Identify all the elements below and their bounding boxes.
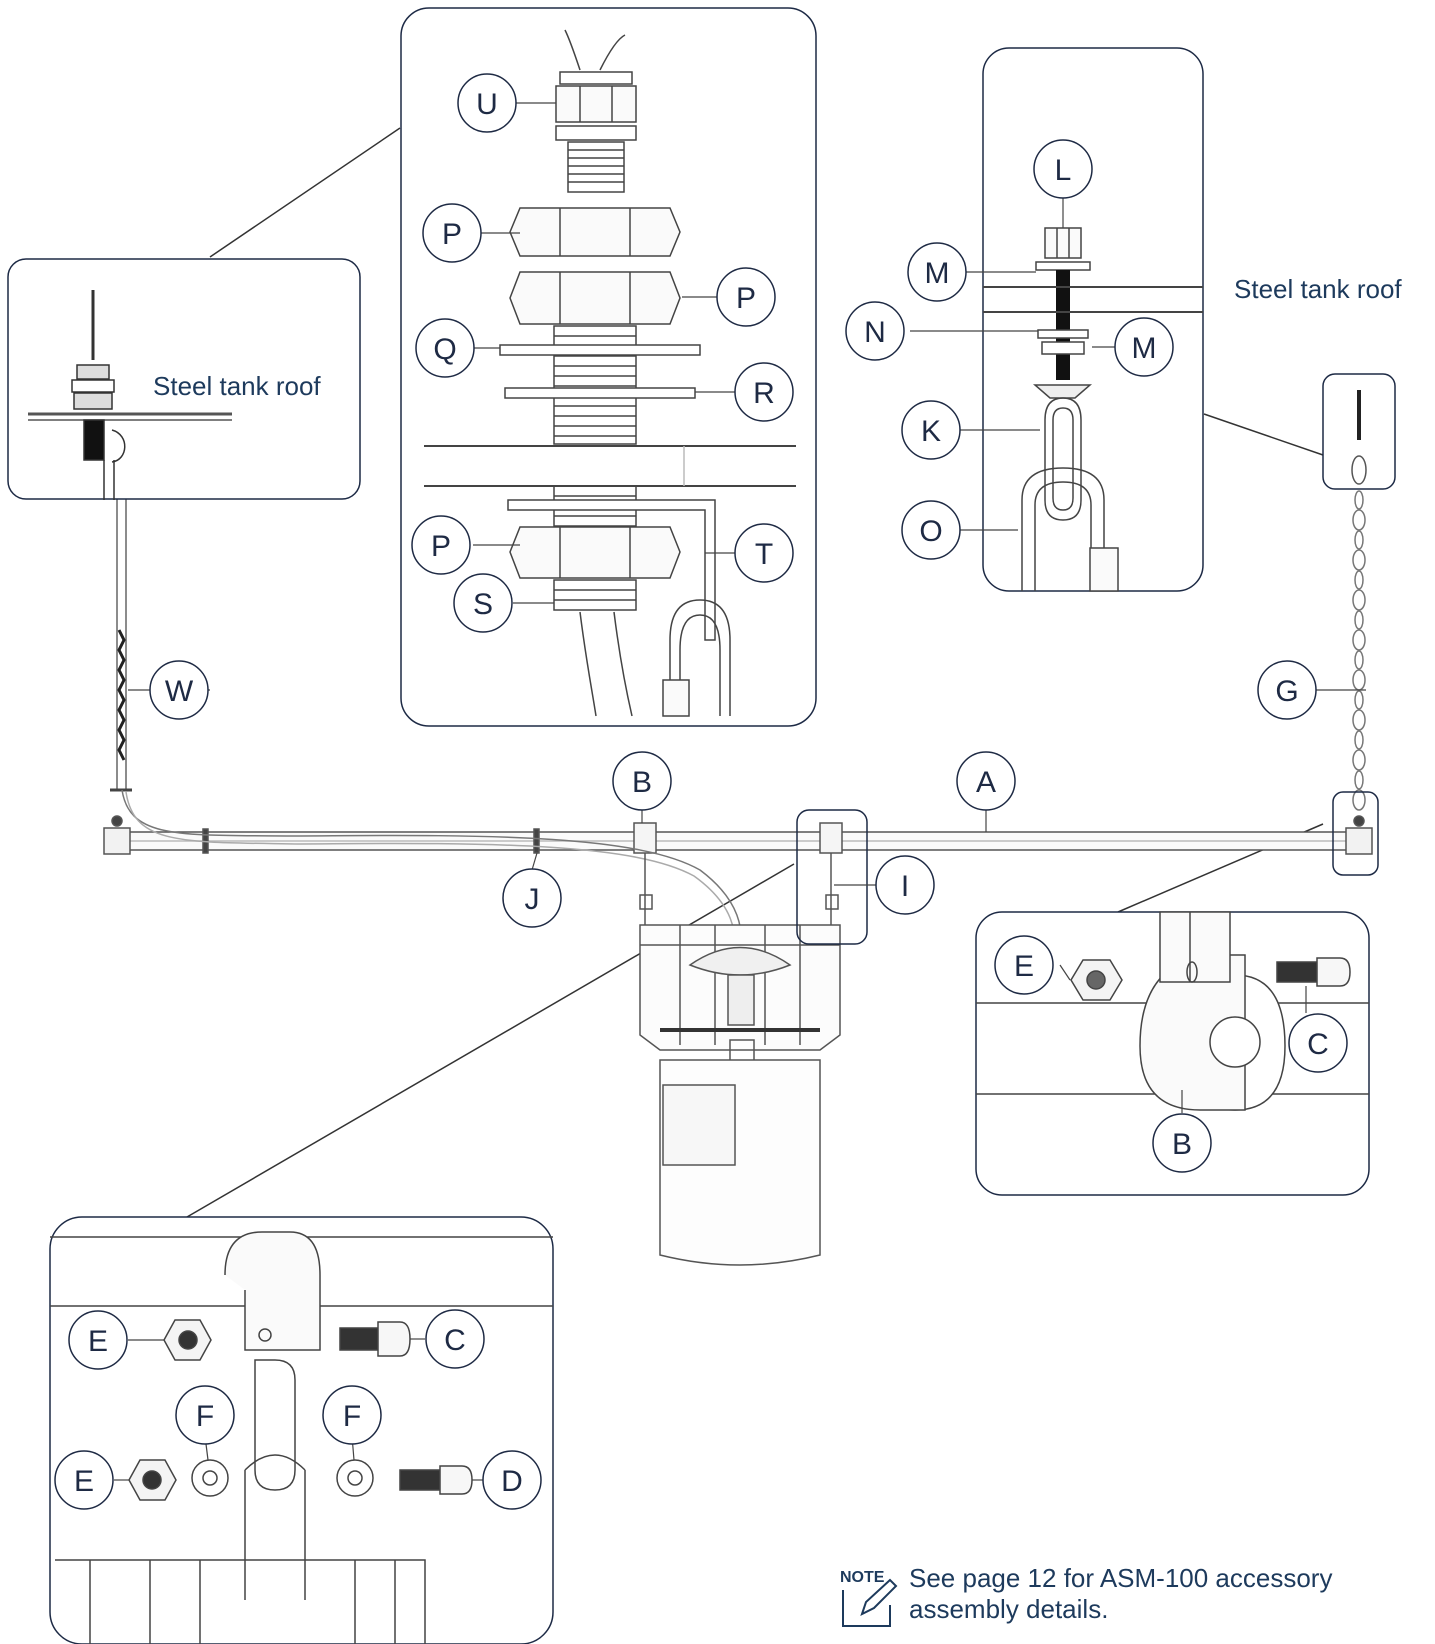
callout-F2 <box>322 1385 382 1445</box>
label-P: P <box>736 282 756 315</box>
label-M: M <box>1132 332 1157 365</box>
callout-A <box>956 751 1016 811</box>
label-N: N <box>864 316 886 349</box>
callout-E3 <box>54 1450 114 1510</box>
callout-C1 <box>1288 1013 1348 1073</box>
callout-I <box>875 855 935 915</box>
callout-M1 <box>907 242 967 302</box>
right-end-cap <box>1345 827 1373 855</box>
label-R: R <box>753 377 775 410</box>
callout-E1 <box>994 935 1054 995</box>
panel-gland-detail <box>400 7 817 727</box>
label-U: U <box>476 88 498 121</box>
highlight-center-hanger <box>796 809 868 945</box>
callout-E2 <box>68 1310 128 1370</box>
callout-K <box>901 400 961 460</box>
highlight-right-top <box>1322 373 1396 490</box>
note-block: NOTE See page 12 for ASM-100 accessory a… <box>840 1563 1332 1627</box>
connector-lines <box>186 127 1324 1218</box>
panel-shackle-detail: Steel tank roof <box>982 47 1402 592</box>
label-D: D <box>501 1465 523 1498</box>
label-M: M <box>925 257 950 290</box>
label-F: F <box>196 1400 214 1433</box>
label-W: W <box>165 675 194 708</box>
right-chain <box>1352 490 1366 811</box>
left-end-cap <box>103 827 131 855</box>
callout-P2 <box>716 267 776 327</box>
steel-tank-roof-caption: Steel tank roof <box>153 371 321 401</box>
label-P: P <box>442 218 462 251</box>
highlight-right-end <box>1332 791 1379 876</box>
label-P: P <box>431 530 451 563</box>
note-line-1: See page 12 for ASM-100 accessory <box>909 1563 1332 1593</box>
callout-W <box>149 660 209 720</box>
callout-F1 <box>175 1385 235 1445</box>
callout-L <box>1033 139 1093 199</box>
label-C: C <box>1307 1028 1329 1061</box>
callout-U <box>457 73 517 133</box>
label-I: I <box>901 870 909 903</box>
callout-M2 <box>1114 317 1174 377</box>
main-assembly <box>103 390 1373 1266</box>
label-E: E <box>88 1325 108 1358</box>
callouts <box>54 73 1348 1510</box>
callout-B1 <box>612 751 672 811</box>
sensor-unit <box>639 853 841 1266</box>
callout-P1 <box>422 203 482 263</box>
callout-J <box>502 868 562 928</box>
label-J: J <box>525 883 540 916</box>
label-O: O <box>919 515 942 548</box>
panel-hanger-detail <box>49 1216 554 1644</box>
callout-O <box>901 500 961 560</box>
label-E: E <box>74 1465 94 1498</box>
note-tag: NOTE <box>840 1569 885 1586</box>
pencil-icon <box>842 1578 898 1627</box>
label-K: K <box>921 415 941 448</box>
panel-left-roof: Steel tank roof <box>7 258 361 500</box>
label-S: S <box>473 588 493 621</box>
label-L: L <box>1055 154 1072 187</box>
label-G: G <box>1275 675 1298 708</box>
label-B: B <box>632 766 652 799</box>
callout-P3 <box>411 515 471 575</box>
callout-N <box>845 301 905 361</box>
callout-C2 <box>425 1309 485 1369</box>
label-Q: Q <box>433 333 456 366</box>
label-C: C <box>444 1324 466 1357</box>
label-F: F <box>343 1400 361 1433</box>
callout-B2 <box>1152 1113 1212 1173</box>
callout-G <box>1257 660 1317 720</box>
label-T: T <box>755 538 773 571</box>
label-B: B <box>1172 1128 1192 1161</box>
callout-T <box>734 523 794 583</box>
label-A: A <box>976 766 996 799</box>
label-E: E <box>1014 950 1034 983</box>
callout-Q <box>415 318 475 378</box>
callout-D <box>482 1450 542 1510</box>
note-line-2: assembly details. <box>909 1594 1108 1624</box>
panel-clamp-detail <box>975 911 1370 1196</box>
callout-R <box>734 362 794 422</box>
callout-leaders <box>114 102 1366 1481</box>
callout-S <box>453 573 513 633</box>
callout-letters: U P P Q R P T S L M N M K O W G B A J I … <box>74 88 1329 1498</box>
steel-tank-roof-caption-right: Steel tank roof <box>1234 274 1402 304</box>
